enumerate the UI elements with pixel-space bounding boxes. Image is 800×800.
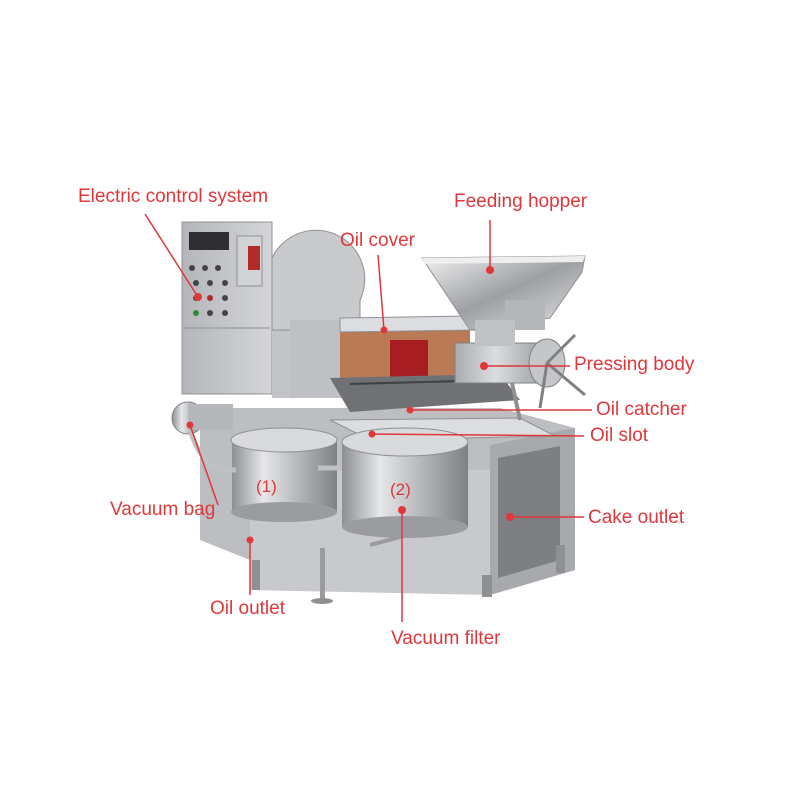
- label-pressing-body: Pressing body: [574, 354, 695, 375]
- dot-feeding-hopper: [486, 266, 494, 274]
- dot-oil-cover: [380, 326, 388, 334]
- label-vacuum-bag: Vacuum bag: [110, 499, 216, 520]
- label-oil-outlet: Oil outlet: [210, 598, 285, 619]
- feeding-hopper: [421, 255, 586, 346]
- label-oil-cover: Oil cover: [340, 230, 415, 251]
- dot-vacuum-bag: [186, 421, 194, 429]
- leader-lines: [144, 213, 592, 622]
- leader-oil-cover: [377, 254, 385, 331]
- tank-number-2: (2): [390, 480, 411, 499]
- dot-electric-control: [194, 293, 202, 301]
- dot-oil-outlet: [246, 536, 254, 544]
- dot-cake-outlet: [506, 513, 514, 521]
- label-oil-catcher: Oil catcher: [596, 399, 687, 420]
- leader-dots: [186, 266, 514, 544]
- dot-pressing-body: [480, 362, 488, 370]
- label-oil-slot: Oil slot: [590, 425, 649, 446]
- pressing-body: [454, 333, 586, 421]
- leader-oil-slot: [371, 433, 585, 437]
- label-vacuum-filter: Vacuum filter: [391, 628, 501, 649]
- filter-tank-1: [187, 427, 338, 522]
- dot-oil-slot: [368, 430, 376, 438]
- leader-electric-control: [144, 213, 199, 298]
- leader-vacuum-bag: [189, 424, 219, 506]
- tank-number-1: (1): [256, 477, 277, 496]
- dot-oil-catcher: [406, 406, 414, 414]
- label-cake-outlet: Cake outlet: [588, 507, 685, 528]
- dot-vacuum-filter: [398, 506, 406, 514]
- label-electric-control-system: Electric control system: [78, 186, 269, 207]
- label-feeding-hopper: Feeding hopper: [454, 191, 588, 212]
